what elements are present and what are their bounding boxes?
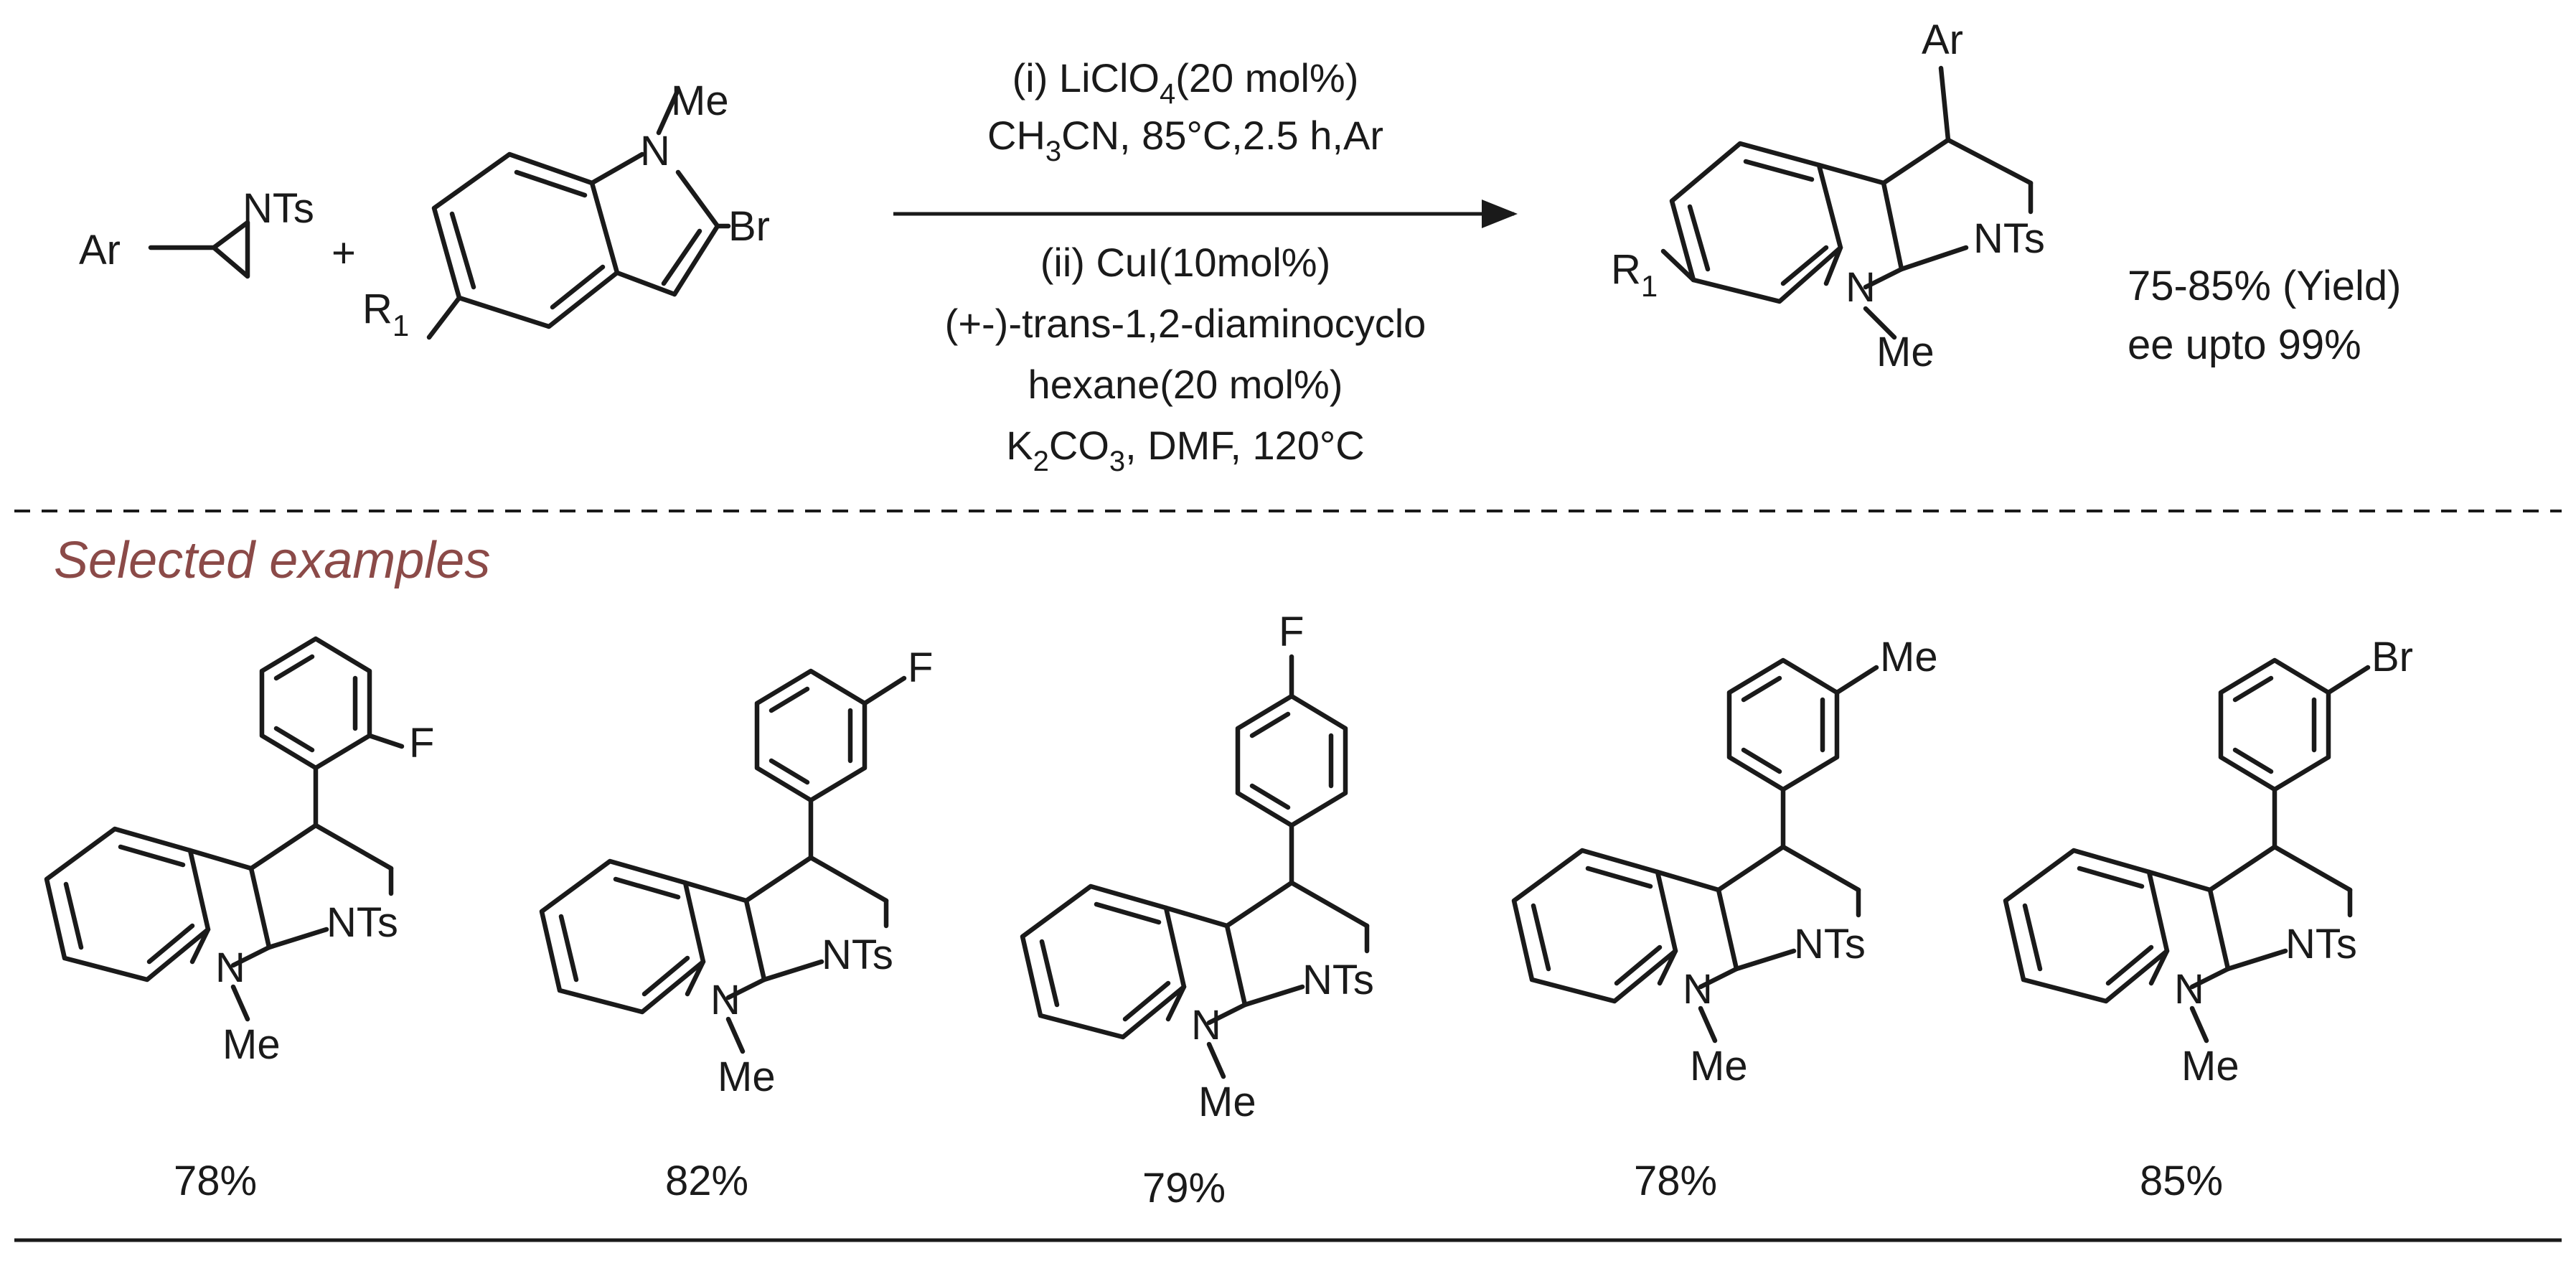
indole-br-label: Br [728, 203, 770, 250]
aziridine-nts-label: NTs [243, 185, 314, 232]
example-yield-1: 78% [174, 1158, 257, 1204]
condition-line-4: (+-)-trans-1,2-diaminocyclo [945, 301, 1426, 346]
aziridine-ar-label: Ar [79, 227, 121, 273]
example-yield-5: 85% [2140, 1158, 2223, 1204]
plus-sign: + [332, 230, 356, 276]
me-label: Me [222, 1021, 281, 1068]
substituent-label: Br [2371, 634, 2413, 680]
substituent-label: F [409, 720, 434, 766]
substituent-label: F [1279, 609, 1304, 655]
n-label: N [710, 977, 741, 1023]
nts-label: NTs [822, 932, 893, 978]
n-label: N [2174, 966, 2204, 1013]
me-label: Me [1690, 1043, 1748, 1089]
condition-line-3: (ii) CuI(10mol%) [1040, 240, 1331, 285]
condition-line-5: hexane(20 mol%) [1028, 362, 1343, 407]
examples-row: FNTsNMe78%FNTsNMe82%FNTsNMe79%MeNTsNMe78… [44, 609, 2413, 1211]
product-n-label: N [1846, 264, 1876, 311]
n-label: N [1683, 966, 1713, 1013]
product-structure: Ar NTs N Me R1 [1611, 17, 2045, 375]
substituent-label: F [908, 644, 933, 691]
substituent-label: Me [1880, 634, 1938, 680]
product-r1-label: R1 [1611, 246, 1658, 303]
product-ar-label: Ar [1922, 17, 1963, 63]
nts-label: NTs [1302, 957, 1374, 1003]
aziridine-reagent: Ar NTs [79, 185, 314, 279]
me-label: Me [2181, 1043, 2239, 1089]
example-yield-2: 82% [665, 1158, 748, 1204]
me-label: Me [1198, 1079, 1256, 1125]
indole-n-label: N [640, 128, 670, 174]
example-yield-3: 79% [1142, 1165, 1226, 1211]
nts-label: NTs [326, 899, 398, 946]
n-label: N [215, 944, 245, 991]
me-label: Me [718, 1054, 776, 1100]
section-title: Selected examples [54, 532, 490, 589]
ee-value: ee upto 99% [2128, 322, 2361, 368]
example-yield-4: 78% [1634, 1158, 1717, 1204]
indole-r1-label: R1 [362, 286, 409, 342]
bromoindole-reagent: N Me Br R1 [362, 78, 770, 342]
yield-range: 75-85% (Yield) [2128, 263, 2401, 309]
condition-line-6: K2CO3, DMF, 120°C [1006, 423, 1364, 477]
condition-line-2: CH3CN, 85°C,2.5 h,Ar [987, 113, 1383, 167]
product-me-label: Me [1876, 329, 1935, 375]
n-label: N [1191, 1002, 1221, 1049]
product-nts-label: NTs [1973, 215, 2045, 262]
indole-me-label: Me [671, 78, 729, 124]
nts-label: NTs [1794, 921, 1866, 967]
reaction-conditions: (i) LiClO4(20 mol%) CH3CN, 85°C,2.5 h,Ar… [945, 55, 1426, 477]
nts-label: NTs [2285, 921, 2357, 967]
condition-line-1: (i) LiClO4(20 mol%) [1012, 55, 1359, 110]
